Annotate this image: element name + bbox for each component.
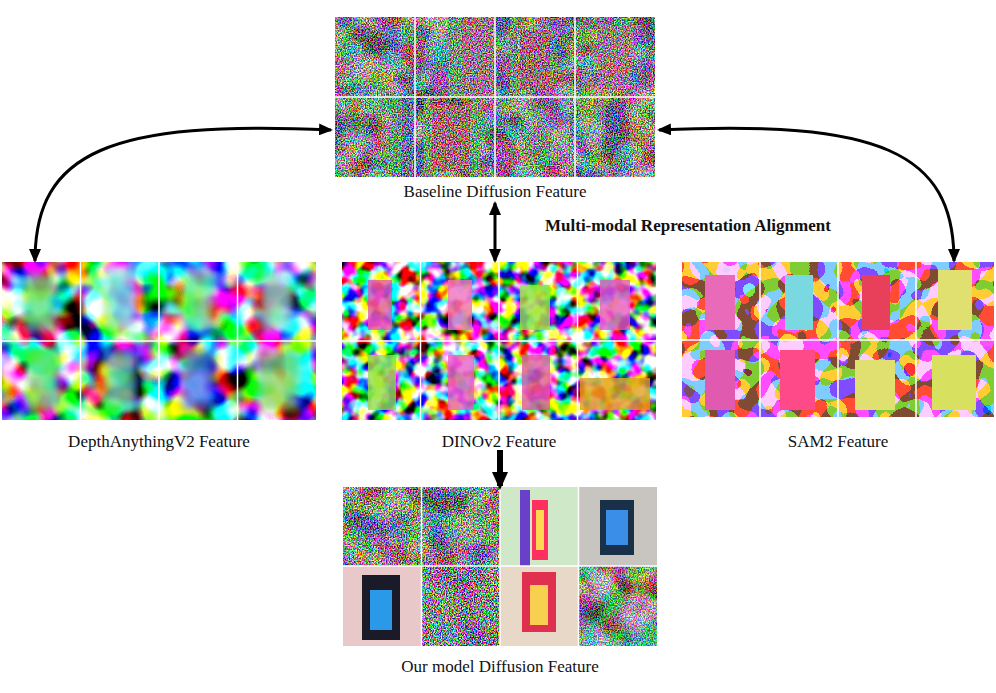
baseline-feature-map [335,17,655,177]
our-model-feature-map [536,510,544,550]
sam2-feature-map [682,262,994,417]
our-model-feature-map [343,487,657,646]
sam2-panel: SAM2 Feature [682,262,994,452]
depth-feature-map [105,352,135,410]
flow-arrow [497,450,503,486]
depth-feature-map [2,262,316,420]
alignment-label: Multi-modal Representation Alignment [545,216,831,236]
sam2-feature-map [862,275,890,330]
our-model-feature-map [343,566,422,646]
alignment-arrow [494,203,497,261]
depth-feature-map [262,272,292,330]
panel-caption: Baseline Diffusion Feature [335,182,655,202]
panel-caption: DepthAnythingV2 Feature [2,432,316,452]
depth-feature-map [105,270,135,330]
dinov2-panel: DINOv2 Feature [342,262,656,452]
depth-feature-map [185,272,213,330]
our-model-feature-map [530,585,548,625]
baseline-feature-map [335,17,655,177]
panel-caption: Our model Diffusion Feature [343,657,657,677]
sam2-feature-map [682,262,994,417]
our-model-feature-map [343,487,657,646]
our-model-feature-map [370,590,392,630]
depth-feature-map [183,350,213,410]
sam2-feature-map [705,350,735,410]
sam2-feature-map [855,360,895,410]
panel-caption: DINOv2 Feature [342,432,656,452]
baseline-feature-map [335,17,655,177]
alignment-arrow [35,128,331,261]
panel-caption: SAM2 Feature [682,432,994,452]
dinov2-feature-map [448,355,474,410]
dinov2-feature-map [520,285,550,330]
our-model-feature-map [343,487,657,646]
sam2-feature-map [682,262,994,417]
dinov2-feature-map [522,355,550,410]
dinov2-feature-map [448,280,472,330]
our-model-feature-map [606,510,628,545]
our-model-feature-map [579,487,658,566]
our-model-feature-map [532,500,548,560]
sam2-feature-map [938,270,972,330]
depth-feature-map [2,262,316,420]
dinov2-feature-map [580,378,650,410]
our-model-feature-map [422,566,501,646]
sam2-feature-map [705,275,735,330]
dinov2-feature-map [342,262,656,420]
dinov2-feature-map [368,280,392,330]
dinov2-feature-map [600,280,630,330]
dinov2-feature-map [342,262,656,420]
depth-panel: DepthAnythingV2 Feature [2,262,316,452]
our-model-feature-map [579,566,658,646]
baseline-panel: Baseline Diffusion Feature [335,17,655,202]
our-model-feature-map [500,566,579,646]
depth-feature-map [25,270,298,410]
dinov2-feature-map [342,262,656,420]
our-model-feature-map [500,487,579,566]
sam2-feature-map [932,355,976,410]
depth-feature-map [258,352,298,410]
baseline-feature-map [335,17,655,177]
our-model-feature-map [362,575,400,640]
our-model-feature-map [522,572,556,632]
our-model-feature-map [600,500,634,555]
our-model-panel: Our model Diffusion Feature [343,487,657,677]
sam2-feature-map [780,350,815,410]
alignment-arrow [659,128,954,261]
depth-feature-map [2,262,316,420]
sam2-feature-map [785,275,813,330]
depth-feature-map [25,275,55,330]
depth-feature-map [28,350,58,410]
dinov2-feature-map [368,355,396,410]
our-model-feature-map [520,490,530,566]
